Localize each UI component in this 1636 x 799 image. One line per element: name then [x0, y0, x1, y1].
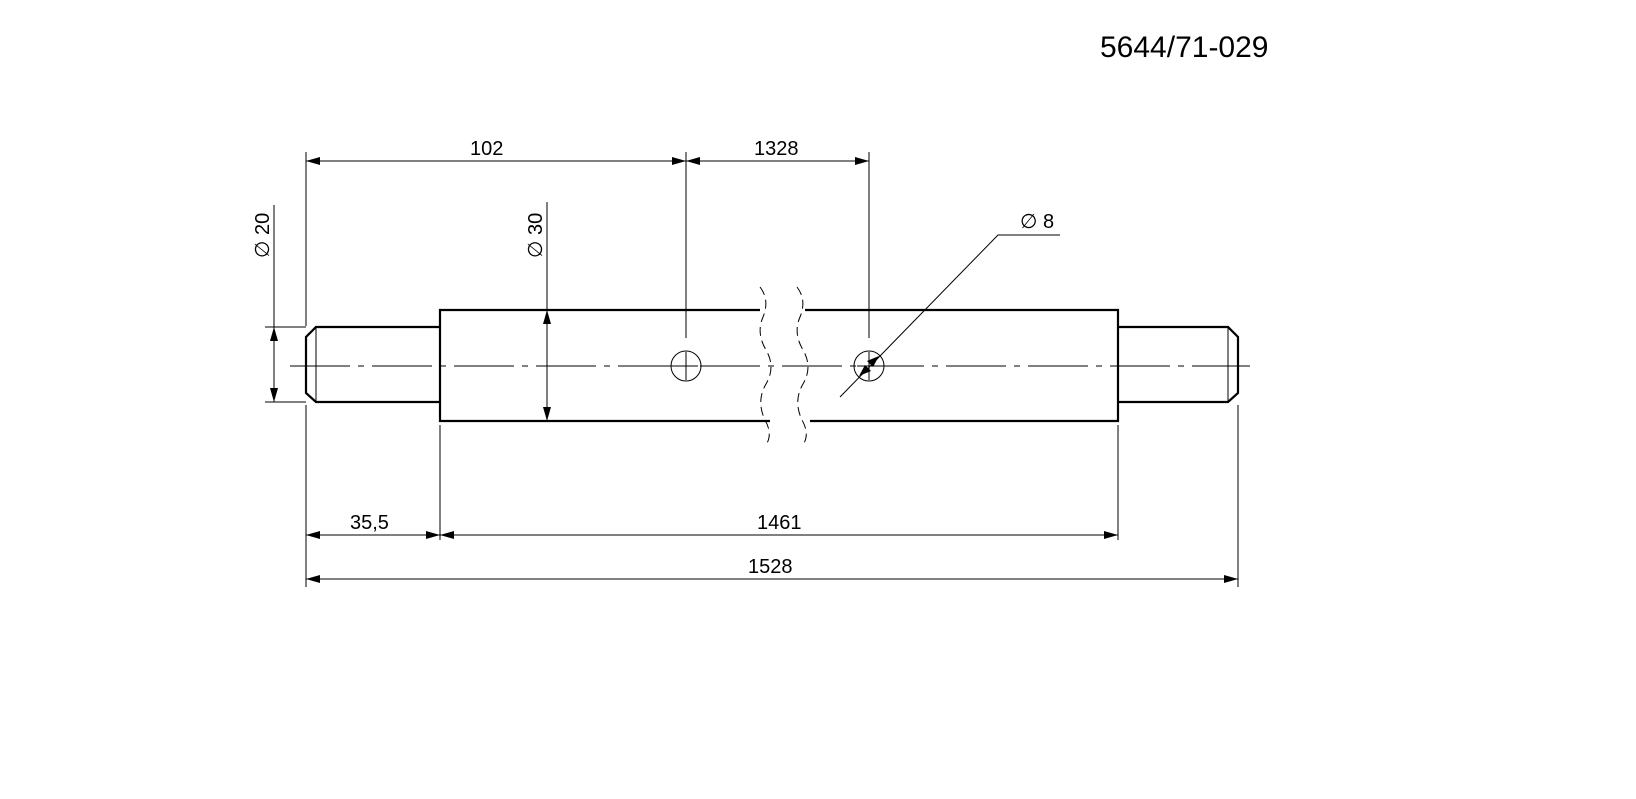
- dimension-1328-label: 1328: [754, 138, 799, 160]
- dimension-1528: 1528: [306, 556, 1238, 583]
- hole-right: [853, 350, 885, 382]
- dimension-dia-30: ∅ 30: [525, 202, 551, 421]
- dimension-35-5: 35,5: [306, 512, 440, 539]
- dimension-dia-8-label: ∅ 8: [1020, 211, 1054, 233]
- dimension-1328: 1328: [686, 138, 869, 165]
- hole-left: [670, 350, 702, 382]
- dimension-dia-30-label: ∅ 30: [525, 213, 547, 258]
- dimension-102: 102: [306, 138, 686, 165]
- extension-lines: [265, 152, 1239, 587]
- dimension-dia-20: ∅ 20: [252, 205, 278, 402]
- dimension-1528-label: 1528: [748, 556, 793, 578]
- dimension-dia-20-label: ∅ 20: [252, 213, 274, 258]
- dimension-dia-8: ∅ 8: [839, 211, 1060, 398]
- dimension-1461-label: 1461: [757, 512, 802, 534]
- break-lines: [759, 286, 809, 446]
- dimension-35-5-label: 35,5: [350, 512, 389, 534]
- dimension-1461: 1461: [440, 512, 1118, 539]
- dimension-102-label: 102: [470, 138, 503, 160]
- drawing-number: 5644/71-029: [1100, 31, 1269, 64]
